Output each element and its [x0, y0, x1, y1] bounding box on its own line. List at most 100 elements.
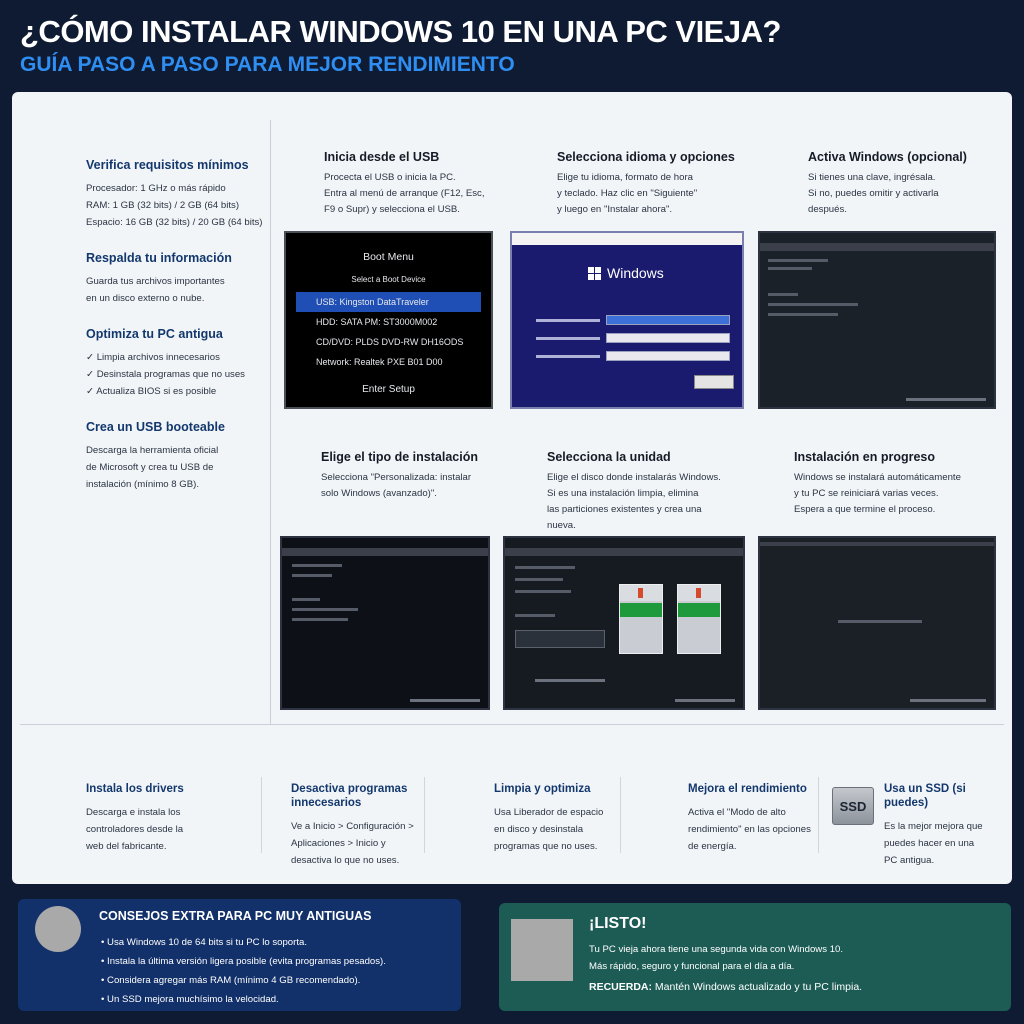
- done-text: Tu PC vieja ahora tiene una segunda vida…: [589, 941, 989, 975]
- screen-line: [515, 614, 555, 617]
- tip-title: Instala los drivers: [86, 783, 184, 795]
- step-idioma: Selecciona idioma y opciones Elige tu id…: [557, 150, 772, 218]
- remember-text: Mantén Windows actualizado y tu PC limpi…: [652, 981, 863, 993]
- main-panel: Verifica requisitos mínimos Procesador: …: [12, 92, 1012, 884]
- screen-line: [768, 303, 858, 306]
- done-box: ¡LISTO! Tu PC vieja ahora tiene una segu…: [499, 903, 1011, 1011]
- screen-bar: [760, 243, 994, 251]
- tip-limpia: Limpia y optimiza Usa Liberador de espac…: [494, 782, 619, 942]
- screen-line: [768, 313, 838, 316]
- section-line: RAM: 1 GB (32 bits) / 2 GB (64 bits): [86, 200, 240, 211]
- windows-logo-text: Windows: [607, 265, 664, 281]
- setup-row-label: [536, 319, 600, 322]
- section-optimiza: Optimiza tu PC antigua Limpia archivos i…: [86, 327, 270, 400]
- screen-footer: [410, 699, 480, 702]
- tip-title: Mejora el rendimiento: [688, 783, 807, 795]
- tip-line: web del fabricante.: [86, 841, 167, 852]
- step-line: Elige tu idioma, formato de hora: [557, 172, 693, 183]
- tip-line: puedes hacer en una: [884, 838, 975, 849]
- screen-line: [535, 679, 605, 682]
- tip-desactiva: Desactiva programas innecesarios Ve a In…: [291, 782, 421, 942]
- tip-line: programas que no uses.: [494, 841, 598, 852]
- page-title: ¿CÓMO INSTALAR WINDOWS 10 EN UNA PC VIEJ…: [20, 14, 781, 49]
- step-tipo-instalacion: Elige el tipo de instalación Selecciona …: [321, 450, 536, 502]
- step-line: y tu PC se reiniciará varias veces.: [794, 488, 939, 499]
- checklist-item: Limpia archivos innecesarios: [86, 349, 270, 366]
- disk-icon: [619, 584, 663, 654]
- step-line: Entra al menú de arranque (F12, Esc,: [324, 188, 485, 199]
- step-line: después.: [808, 204, 847, 215]
- extra-tip-item: Un SSD mejora muchísimo la velocidad.: [101, 990, 386, 1009]
- requirements-column: Verifica requisitos mínimos Procesador: …: [86, 158, 270, 513]
- language-dropdown: [606, 315, 730, 325]
- section-line: instalación (mínimo 8 GB).: [86, 479, 200, 490]
- section-requisitos: Verifica requisitos mínimos Procesador: …: [86, 158, 270, 231]
- disk-icon: [677, 584, 721, 654]
- screen-bar: [505, 548, 743, 556]
- ssd-icon: SSD: [832, 787, 874, 825]
- tip-rendimiento: Mejora el rendimiento Activa el "Modo de…: [688, 782, 818, 942]
- step-line: y teclado. Haz clic en "Siguiente": [557, 188, 698, 199]
- step-line: Elige el disco donde instalarás Windows.: [547, 472, 721, 483]
- tip-separator: [620, 777, 621, 853]
- step-line: Windows se instalará automáticamente: [794, 472, 961, 483]
- step-line: Espera a que termine el proceso.: [794, 504, 936, 515]
- windows-logo: Windows: [588, 265, 664, 281]
- done-title: ¡LISTO!: [589, 915, 647, 932]
- section-line: en un disco externo o nube.: [86, 293, 205, 304]
- partition-table: [515, 630, 605, 648]
- tip-line: desactiva lo que no uses.: [291, 855, 400, 866]
- setup-row-label: [536, 355, 600, 358]
- step-line: y luego en "Instalar ahora".: [557, 204, 673, 215]
- extra-tip-item: Considera agregar más RAM (mínimo 4 GB r…: [101, 971, 386, 990]
- screen-line: [768, 267, 812, 270]
- tip-separator: [818, 777, 819, 853]
- step-title: Selecciona idioma y opciones: [557, 150, 735, 164]
- tip-line: controladores desde la: [86, 824, 184, 835]
- vertical-divider: [270, 120, 271, 724]
- step-unidad: Selecciona la unidad Elige el disco dond…: [547, 450, 782, 534]
- section-respaldo: Respalda tu información Guarda tus archi…: [86, 251, 270, 307]
- step-line: Si es una instalación limpia, elimina: [547, 488, 699, 499]
- tip-line: Descarga e instala los: [86, 807, 181, 818]
- screen-line: [292, 598, 320, 601]
- tip-line: Activa el "Modo de alto: [688, 807, 786, 818]
- progress-screenshot: [758, 536, 996, 710]
- extra-tips-title: CONSEJOS EXTRA PARA PC MUY ANTIGUAS: [99, 909, 372, 923]
- step-line: Procecta el USB o inicia la PC.: [324, 172, 456, 183]
- done-remember: RECUERDA: Mantén Windows actualizado y t…: [589, 981, 862, 993]
- keyboard-dropdown: [606, 351, 730, 361]
- tip-drivers: Instala los drivers Descarga e instala l…: [86, 782, 256, 942]
- screen-bar: [282, 548, 488, 556]
- disk-bar: [620, 603, 662, 617]
- step-progreso: Instalación en progreso Windows se insta…: [794, 450, 1009, 518]
- section-title: Verifica requisitos mínimos: [86, 158, 249, 172]
- boot-enter-setup: Enter Setup: [362, 384, 415, 395]
- time-format-dropdown: [606, 333, 730, 343]
- lightbulb-icon: [35, 906, 81, 952]
- section-title: Respalda tu información: [86, 251, 232, 265]
- tip-line: de energía.: [688, 841, 737, 852]
- tip-line: Usa Liberador de espacio: [494, 807, 604, 818]
- tip-line: en disco y desinstala: [494, 824, 584, 835]
- section-line: Procesador: 1 GHz o más rápido: [86, 183, 226, 194]
- checkmark-icon: [511, 919, 573, 981]
- tip-line: rendimiento" en las opciones: [688, 824, 811, 835]
- tip-ssd: Usa un SSD (si puedes) Es la mejor mejor…: [884, 782, 1008, 942]
- activation-screenshot: [758, 231, 996, 409]
- screen-line: [292, 618, 348, 621]
- screen-line: [768, 293, 798, 296]
- tip-line: Ve a Inicio > Configuración >: [291, 821, 414, 832]
- checklist: Limpia archivos innecesarios Desinstala …: [86, 349, 270, 400]
- step-title: Instalación en progreso: [794, 450, 936, 464]
- checklist-item: Desinstala programas que no uses: [86, 366, 270, 383]
- tip-line: Aplicaciones > Inicio y: [291, 838, 386, 849]
- section-line: Descarga la herramienta oficial: [86, 445, 219, 456]
- section-title: Optimiza tu PC antigua: [86, 327, 223, 341]
- screen-line: [292, 564, 342, 567]
- tip-title: Limpia y optimiza: [494, 783, 591, 795]
- boot-option-dvd: CD/DVD: PLDS DVD-RW DH16ODS: [316, 337, 464, 347]
- install-type-screenshot: [280, 536, 490, 710]
- extra-tips-box: CONSEJOS EXTRA PARA PC MUY ANTIGUAS Usa …: [18, 899, 461, 1011]
- step-title: Elige el tipo de instalación: [321, 450, 478, 464]
